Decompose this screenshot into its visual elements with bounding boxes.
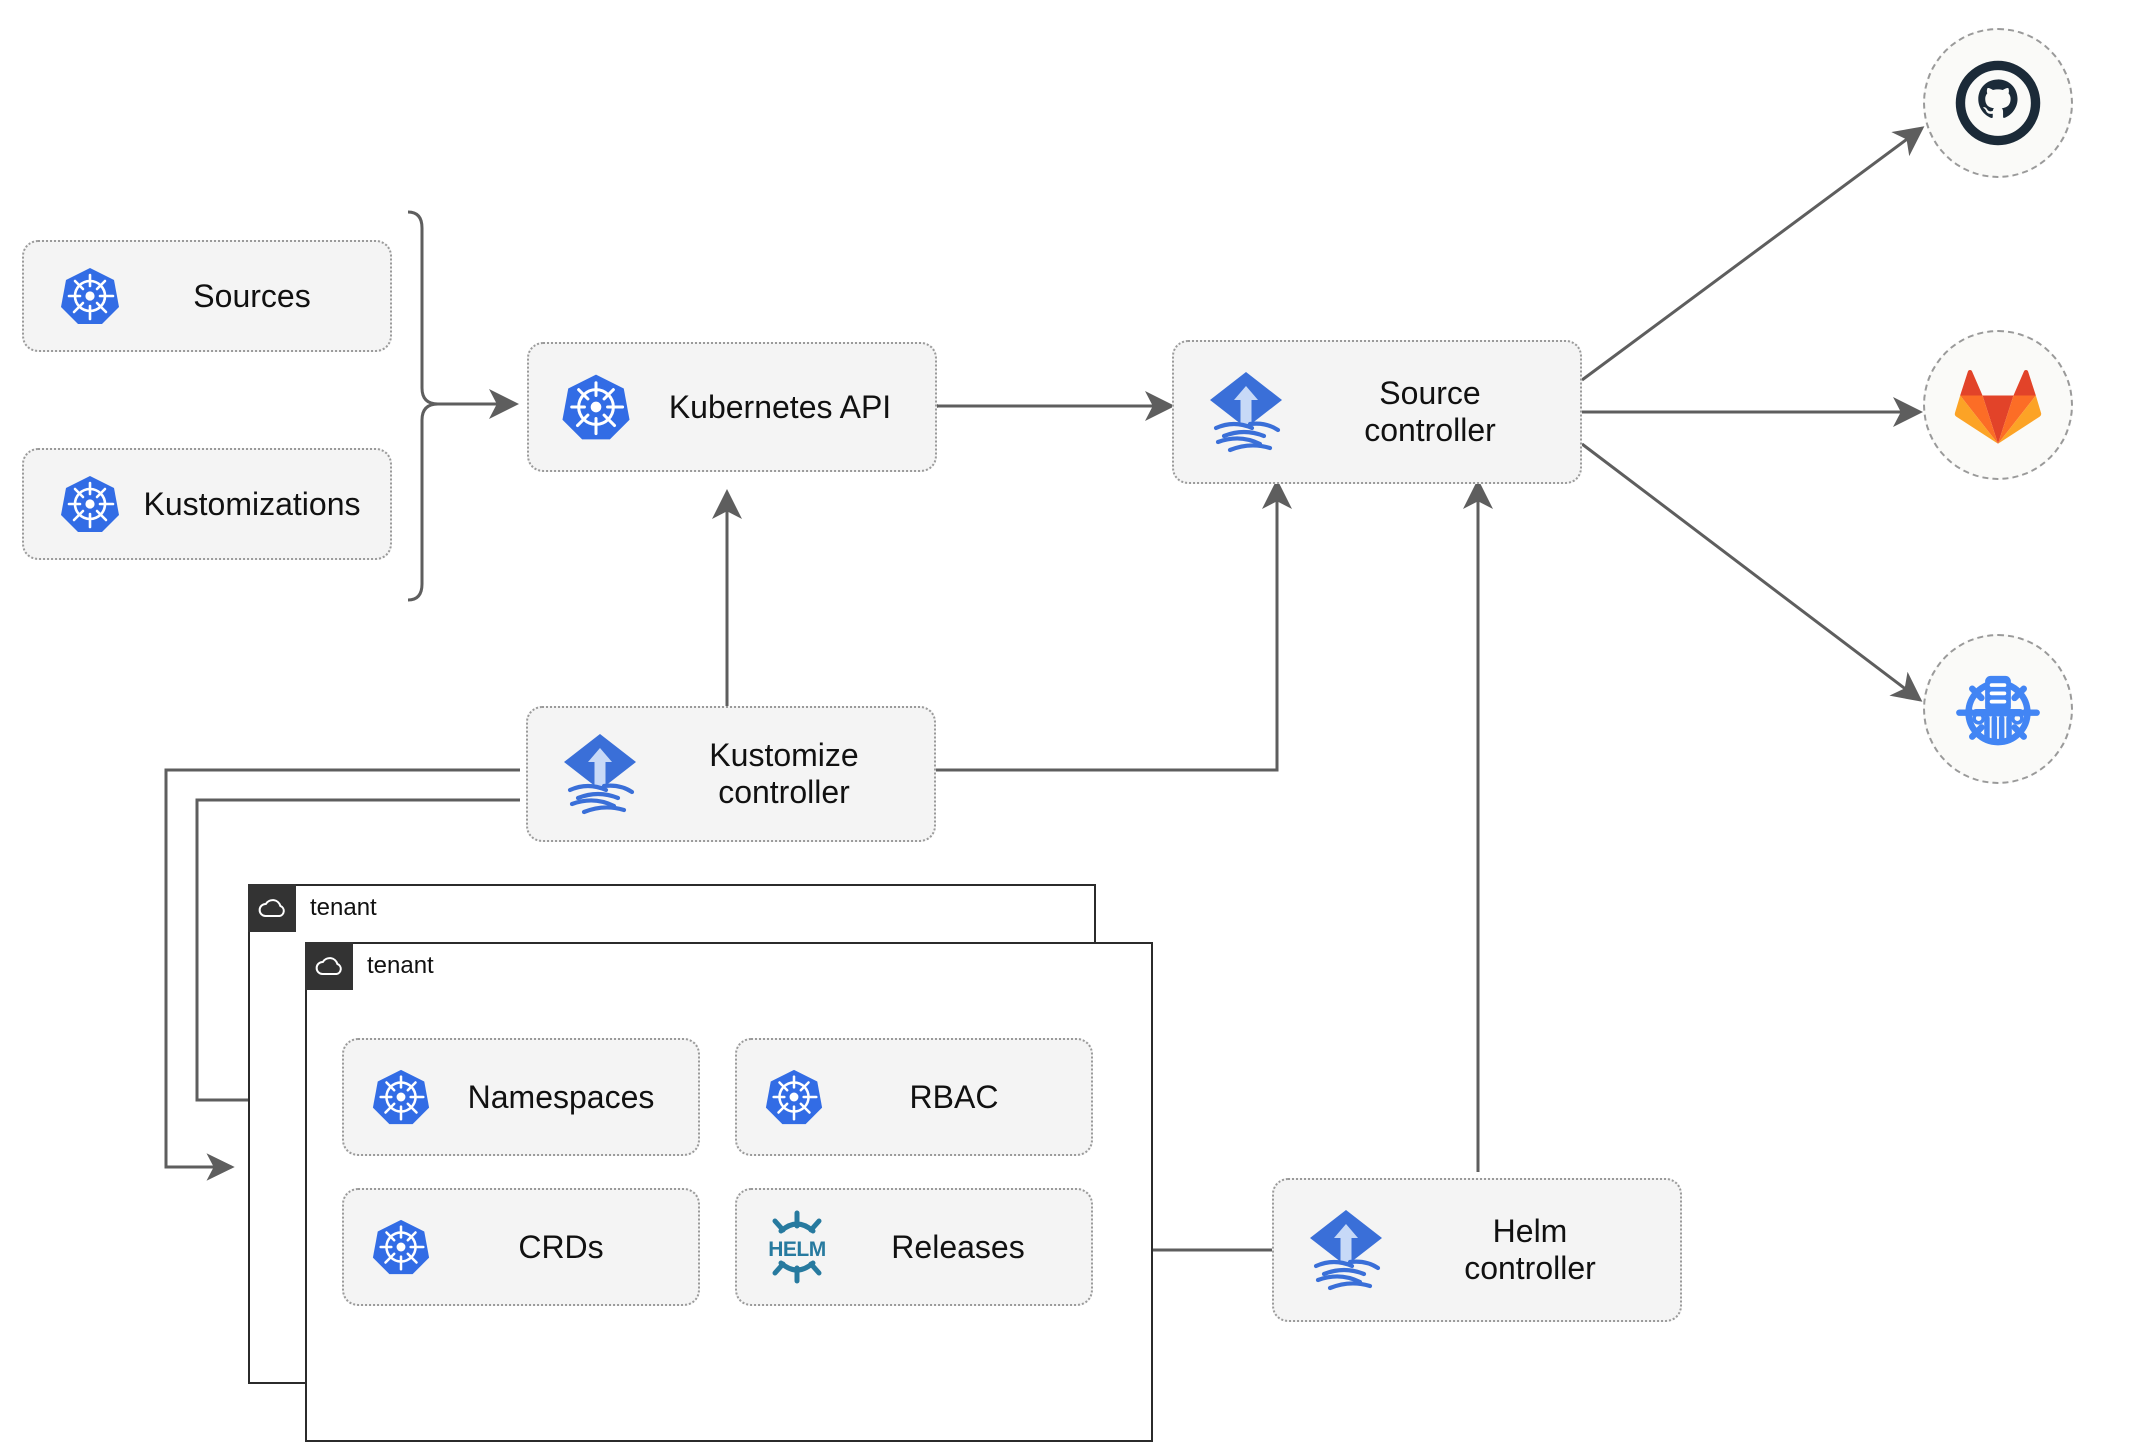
node-label: Kustomizations	[143, 485, 361, 522]
node-helm-controller[interactable]: Helm controller	[1272, 1178, 1682, 1322]
node-releases[interactable]: HELM Releases	[735, 1188, 1093, 1306]
kubernetes-icon	[58, 472, 122, 536]
kubernetes-icon	[370, 1066, 432, 1128]
kubernetes-icon	[763, 1066, 825, 1128]
cloud-glyph	[315, 957, 342, 975]
github-icon	[1955, 60, 2041, 146]
cloud-glyph	[258, 899, 285, 917]
node-label: CRDs	[518, 1228, 604, 1265]
node-label: Helm controller	[1464, 1213, 1596, 1286]
node-label: Namespaces	[467, 1078, 655, 1115]
node-label: RBAC	[909, 1078, 999, 1115]
provider-github[interactable]	[1923, 28, 2073, 178]
flux-icon	[1204, 368, 1288, 456]
node-sources[interactable]: Sources	[22, 240, 392, 352]
provider-gitlab[interactable]	[1923, 330, 2073, 480]
svg-text:HELM: HELM	[768, 1238, 826, 1261]
node-rbac[interactable]: RBAC	[735, 1038, 1093, 1156]
kubernetes-icon	[370, 1216, 432, 1278]
kubernetes-icon	[559, 370, 633, 444]
provider-oci-registry[interactable]	[1923, 634, 2073, 784]
gitlab-icon	[1954, 369, 2042, 444]
flux-icon	[1304, 1206, 1388, 1294]
node-kubernetes-api[interactable]: Kubernetes API	[527, 342, 937, 472]
node-label: Kubernetes API	[668, 388, 892, 425]
tenant-label: tenant	[310, 894, 377, 921]
cloud-icon	[305, 942, 353, 990]
node-kustomize-controller[interactable]: Kustomize controller	[526, 706, 936, 842]
node-namespaces[interactable]: Namespaces	[342, 1038, 700, 1156]
node-crds[interactable]: CRDs	[342, 1188, 700, 1306]
node-label: Sources	[193, 277, 311, 314]
edge-source-controller-github	[1581, 126, 1925, 382]
kubernetes-icon	[58, 264, 122, 328]
helm-icon: HELM	[761, 1209, 833, 1285]
cloud-icon	[248, 884, 296, 932]
tenant-header: tenant	[248, 884, 377, 932]
node-label: Releases	[891, 1228, 1025, 1265]
tenant-label: tenant	[367, 952, 434, 979]
oci-registry-icon	[1956, 675, 2040, 746]
tenant-header: tenant	[305, 942, 434, 990]
brace-sources-group	[407, 210, 439, 602]
node-kustomizations[interactable]: Kustomizations	[22, 448, 392, 560]
edge-kustomize-controller-source-controller	[936, 479, 1292, 772]
flux-icon	[558, 730, 642, 818]
node-source-controller[interactable]: Source controller	[1172, 340, 1582, 484]
edge-source-controller-oci-registry	[1581, 442, 1923, 702]
node-label: Kustomize controller	[709, 737, 859, 810]
node-label: Source controller	[1364, 375, 1496, 448]
diagram-canvas: tenant tenant	[22, 28, 2073, 1442]
